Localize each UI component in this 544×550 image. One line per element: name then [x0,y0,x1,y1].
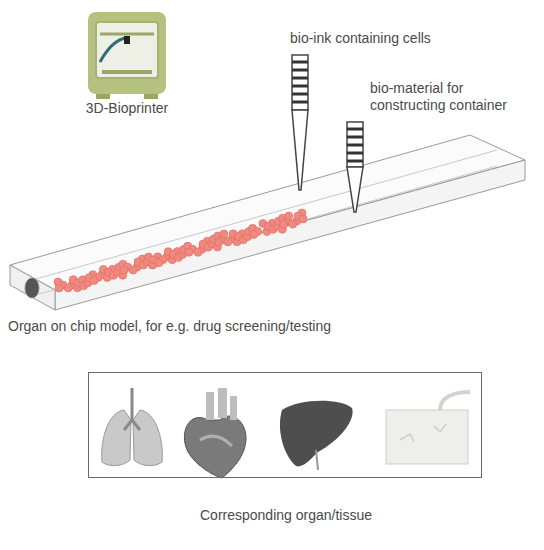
cell [129,266,137,274]
cell [280,220,288,228]
cell [55,284,63,292]
cell [90,277,98,285]
cell [224,238,232,246]
lungs-icon [102,388,163,466]
cell [299,215,307,223]
cell [250,231,258,239]
cell-cluster [54,209,307,292]
pipette-biomaterial [347,122,363,212]
cell [194,248,202,256]
cell [64,284,72,292]
organ-panel: Corresponding organ/tissue [88,372,482,478]
cell [289,220,297,228]
cell [120,266,128,274]
bioink-label: bio-ink containing cells [290,30,431,47]
biomaterial-label: bio-material for constructing container [370,80,535,114]
pipette-bioink [292,55,308,190]
cell [185,248,193,256]
cell [215,238,223,246]
bioprinter-icon [88,12,166,99]
heart-icon [184,388,246,478]
cell [285,212,293,220]
chip-caption: Organ on chip model, for e.g. drug scree… [8,318,331,335]
cell [155,259,163,267]
panel-caption: Corresponding organ/tissue [200,507,372,524]
liver-icon [280,401,353,470]
organ-on-chip [10,135,525,310]
cell [220,230,228,238]
printer-label: 3D-Bioprinter [86,100,168,117]
tissue-icon [386,392,470,464]
